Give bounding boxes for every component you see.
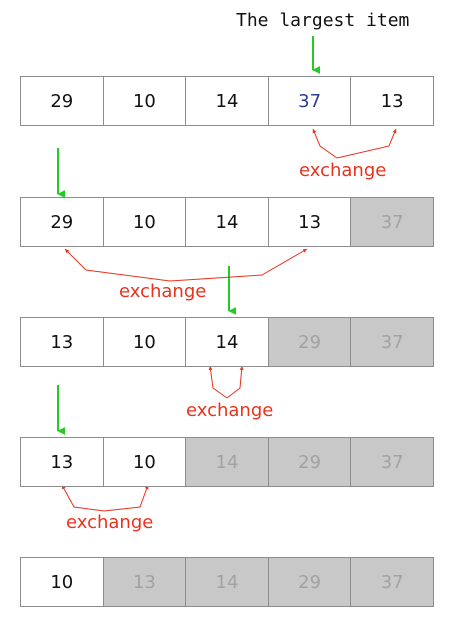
- array-cell-sorted: 37: [350, 437, 434, 487]
- array-cell-sorted: 29: [267, 317, 352, 367]
- exchange-label-1: exchange: [299, 160, 387, 181]
- array-cell-sorted: 37: [350, 557, 434, 607]
- array-row-3: 13 10 14 29 37: [20, 317, 438, 367]
- array-cell: 14: [185, 76, 269, 126]
- array-row-5: 10 13 14 29 37: [20, 557, 438, 607]
- exchange-label-4: exchange: [66, 512, 154, 533]
- array-cell-sorted: 37: [350, 317, 434, 367]
- array-cell-sorted: 13: [102, 557, 187, 607]
- exchange-label-3: exchange: [186, 400, 274, 421]
- array-cell: 10: [102, 76, 187, 126]
- array-cell: 29: [20, 197, 104, 247]
- array-cell: 10: [102, 437, 187, 487]
- exchange-label-2: exchange: [119, 281, 207, 302]
- array-cell: 13: [350, 76, 434, 126]
- exchange-arrow-4-left: [61, 484, 105, 512]
- exchange-arrow-4-right: [103, 484, 149, 512]
- array-cell-sorted: 29: [267, 557, 352, 607]
- exchange-arrow-2-left: [64, 248, 171, 282]
- array-cell-sorted: 14: [185, 437, 269, 487]
- array-cell: 10: [102, 317, 187, 367]
- array-cell-sorted: 37: [350, 197, 434, 247]
- array-row-1: 29 10 14 37 13: [20, 76, 438, 126]
- array-cell-sorted: 14: [185, 557, 269, 607]
- array-cell: 14: [185, 317, 269, 367]
- exchange-arrow-1-right: [336, 128, 397, 159]
- exchange-arrow-1-left: [312, 128, 338, 159]
- array-row-2: 29 10 14 13 37: [20, 197, 438, 247]
- array-cell: 10: [20, 557, 104, 607]
- exchange-arrow-3-left: [208, 365, 228, 399]
- array-cell-sorted: 29: [267, 437, 352, 487]
- array-cell-largest: 37: [267, 76, 352, 126]
- array-row-4: 13 10 14 29 37: [20, 437, 438, 487]
- exchange-arrow-3-right: [226, 365, 244, 399]
- array-cell: 14: [185, 197, 269, 247]
- array-cell: 13: [20, 317, 104, 367]
- array-cell: 13: [267, 197, 352, 247]
- largest-item-caption: The largest item: [236, 10, 410, 31]
- array-cell: 29: [20, 76, 104, 126]
- array-cell: 10: [102, 197, 187, 247]
- exchange-arrow-2-right: [169, 248, 308, 282]
- array-cell: 13: [20, 437, 104, 487]
